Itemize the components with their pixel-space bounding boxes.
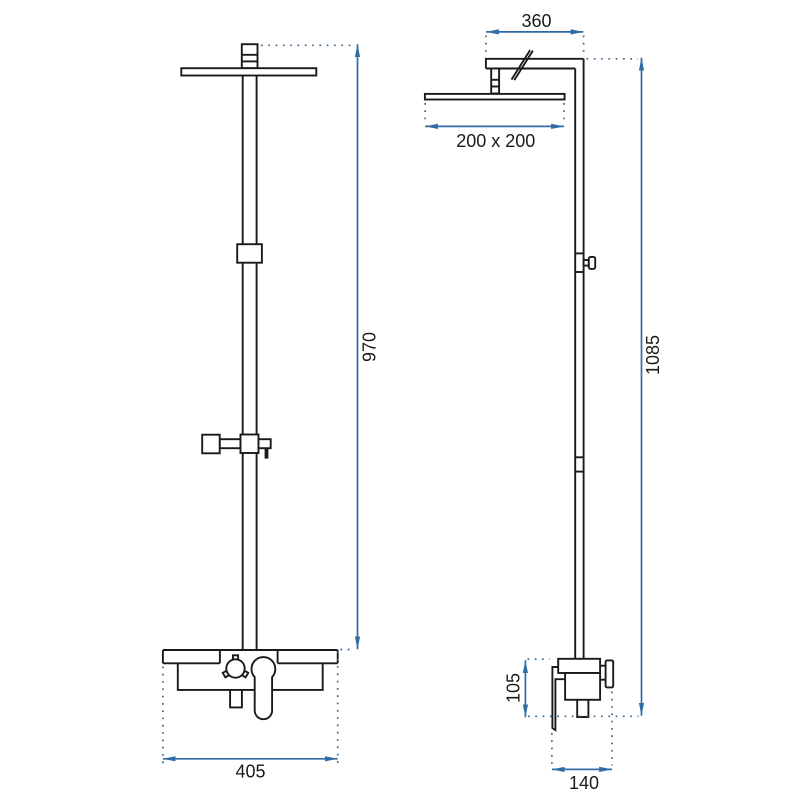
dimension-label-140: 140 [569, 773, 599, 793]
side-pipe-coupling [575, 456, 584, 473]
front-riser-pipe [241, 75, 258, 650]
side-mixer-lever [551, 666, 566, 732]
dimension-label-405: 405 [235, 762, 265, 782]
side-spout [576, 699, 590, 718]
front-shelf [161, 649, 339, 665]
front-mixer-lever [250, 656, 277, 721]
dimension-360: 360 [485, 11, 585, 57]
side-arm [484, 57, 584, 70]
side-slider-knob [575, 252, 597, 273]
side-shower-head [423, 92, 566, 101]
front-view [161, 43, 339, 721]
side-wall-knob [600, 659, 615, 689]
dimension-label-360: 360 [521, 11, 551, 31]
dimension-1085: 1085 [528, 57, 663, 718]
dimension-label-1085: 1085 [643, 335, 663, 375]
front-top-connector [240, 43, 259, 70]
dimension-140: 140 [551, 691, 613, 793]
dimension-405: 405 [162, 651, 339, 782]
dimension-200x200: 200 x 200 [424, 103, 565, 151]
side-view [423, 49, 615, 732]
dimension-105: 105 [504, 658, 550, 718]
dimension-label-200x200: 200 x 200 [456, 131, 535, 151]
dimension-label-970: 970 [359, 332, 379, 362]
front-mixer-body [176, 663, 324, 691]
holder-pin [264, 448, 269, 459]
side-head-connector [490, 67, 501, 95]
side-riser-pipe [574, 58, 585, 659]
dimension-label-105: 105 [504, 673, 524, 703]
front-diverter-knob [221, 654, 250, 679]
dimension-970: 970 [261, 44, 379, 651]
side-pipe-break-symbol [510, 49, 534, 81]
front-handshower-holder [201, 433, 272, 459]
front-pipe-coupler [236, 243, 263, 264]
dimensions: 970 405 360 200 x 200 1085 [162, 11, 663, 793]
front-spout [229, 689, 243, 709]
front-shower-head [180, 67, 318, 77]
